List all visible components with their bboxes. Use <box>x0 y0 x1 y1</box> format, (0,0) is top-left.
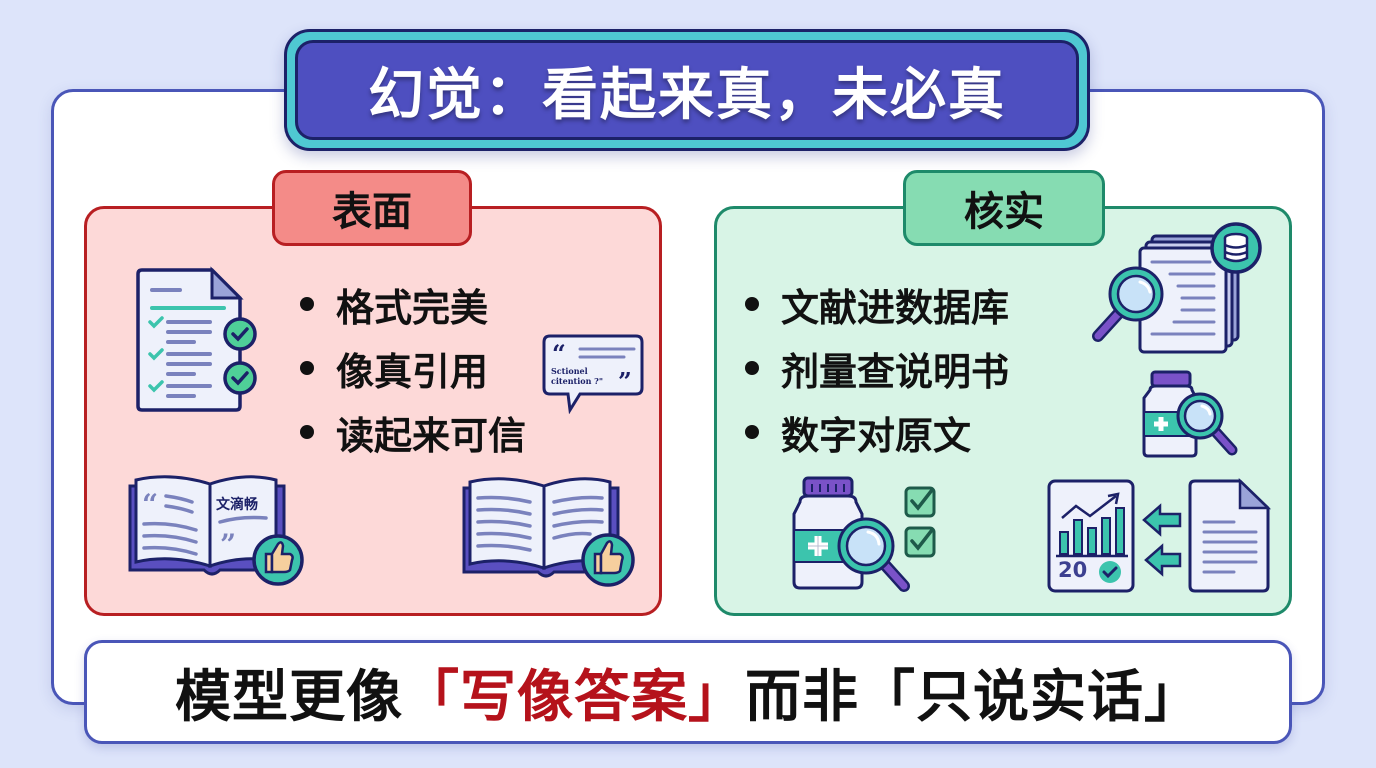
title-banner: 幻觉：看起来真，未必真 <box>284 29 1090 151</box>
page-title: 幻觉：看起来真，未必真 <box>368 62 1006 128</box>
checklist-document-icon <box>136 266 257 412</box>
quote-bubble-text-2: citention ?" <box>551 376 604 386</box>
verify-panel-label: 核实 <box>903 170 1105 246</box>
bullet-icon <box>745 297 759 311</box>
list-item-text: 文献进数据库 <box>781 285 1010 330</box>
quote-bubble-icon: “ ” Sctionel citention ?" <box>540 332 646 414</box>
list-item: 像真引用 <box>300 336 526 400</box>
list-item-text: 数字对原文 <box>781 413 972 458</box>
quote-bubble-text-1: Sctionel <box>551 366 588 376</box>
chart-badge-number: 20 <box>1058 558 1088 582</box>
list-item-text: 像真引用 <box>336 349 489 394</box>
bullet-icon <box>300 297 314 311</box>
surface-panel-label: 表面 <box>272 170 472 246</box>
bullet-icon <box>745 361 759 375</box>
bullet-icon <box>300 425 314 439</box>
svg-text:“: “ <box>142 488 158 521</box>
number-source-compare-icon: 20 <box>1046 478 1272 594</box>
list-item: 文献进数据库 <box>745 272 1009 336</box>
title-inner: 幻觉：看起来真，未必真 <box>295 40 1079 140</box>
dosage-check-icon <box>792 476 936 592</box>
literature-database-search-icon <box>1092 222 1262 354</box>
list-item: 剂量查说明书 <box>745 336 1009 400</box>
list-item-text: 剂量查说明书 <box>781 349 1010 394</box>
conclusion-middle: 而非 <box>745 664 859 730</box>
medicine-bottle-search-icon <box>1142 370 1238 458</box>
list-item-text: 格式完美 <box>336 285 489 330</box>
list-item-text: 读起来可信 <box>336 413 527 458</box>
open-book-quote-icon: “ ” 文滴畅 <box>126 474 308 586</box>
conclusion-suffix: 「只说实话」 <box>859 664 1201 730</box>
bullet-icon <box>745 425 759 439</box>
conclusion-highlight: 「写像答案」 <box>403 664 745 730</box>
list-item: 数字对原文 <box>745 400 1009 464</box>
svg-text:”: ” <box>220 528 236 561</box>
conclusion-prefix: 模型更像 <box>175 664 403 730</box>
svg-text:”: ” <box>618 367 632 396</box>
verify-list: 文献进数据库 剂量查说明书 数字对原文 <box>745 272 1009 464</box>
svg-text:“: “ <box>552 339 566 368</box>
book-text: 文滴畅 <box>216 497 258 513</box>
conclusion-bar: 模型更像 「写像答案」 而非 「只说实话」 <box>84 640 1292 744</box>
bullet-icon <box>300 361 314 375</box>
list-item: 读起来可信 <box>300 400 526 464</box>
list-item: 格式完美 <box>300 272 526 336</box>
surface-list: 格式完美 像真引用 读起来可信 <box>300 272 526 464</box>
open-book-thumbs-up-icon <box>462 477 635 587</box>
